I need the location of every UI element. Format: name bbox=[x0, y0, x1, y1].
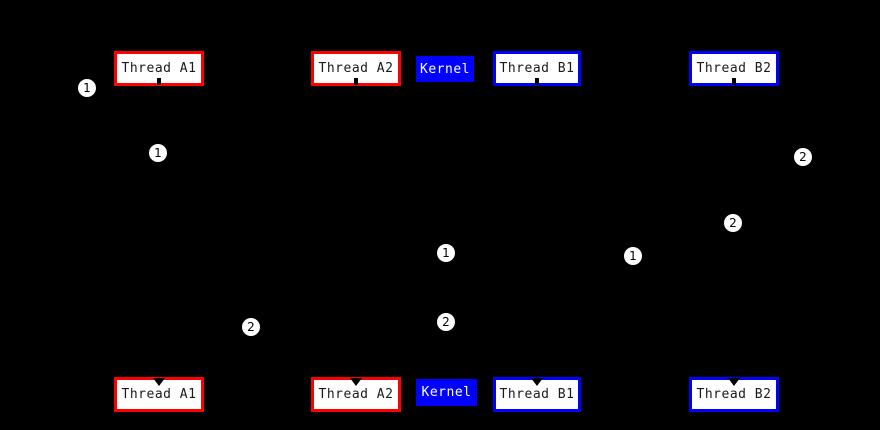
thread-b2-box-top: Thread B2 bbox=[689, 51, 779, 86]
arrowhead-icon bbox=[153, 378, 165, 386]
step-marker-label: 1 bbox=[154, 146, 162, 160]
thread-b2-box-bottom: Thread B2 bbox=[689, 377, 779, 412]
step-marker-1a: 1 bbox=[78, 79, 96, 97]
step-marker-1b: 1 bbox=[149, 144, 167, 162]
thread-b1-box-top: Thread B1 bbox=[493, 51, 581, 86]
thread-a2-label-bottom: Thread A2 bbox=[318, 387, 394, 402]
step-marker-2c: 2 bbox=[437, 313, 455, 331]
lifeline-stub-icon bbox=[354, 78, 358, 85]
thread-a1-box-top: Thread A1 bbox=[114, 51, 204, 86]
step-marker-label: 2 bbox=[442, 315, 450, 329]
kernel-label-top: Kernel bbox=[420, 61, 470, 77]
thread-b2-label-bottom: Thread B2 bbox=[696, 387, 772, 402]
thread-b1-label-bottom: Thread B1 bbox=[499, 387, 575, 402]
arrowhead-icon bbox=[728, 378, 740, 386]
step-marker-2a: 2 bbox=[794, 148, 812, 166]
step-marker-label: 1 bbox=[629, 249, 637, 263]
kernel-box-bottom: Kernel bbox=[416, 379, 477, 406]
lifeline-stub-icon bbox=[157, 78, 161, 85]
step-marker-label: 2 bbox=[247, 320, 255, 334]
thread-a1-label-bottom: Thread A1 bbox=[121, 387, 197, 402]
thread-a2-box-bottom: Thread A2 bbox=[311, 377, 401, 412]
thread-a2-box-top: Thread A2 bbox=[311, 51, 401, 86]
step-marker-label: 1 bbox=[442, 246, 450, 260]
lifeline-stub-icon bbox=[732, 78, 736, 85]
lifeline-stub-icon bbox=[535, 78, 539, 85]
arrowhead-icon bbox=[531, 378, 543, 386]
thread-b1-label-top: Thread B1 bbox=[499, 61, 575, 76]
step-marker-label: 1 bbox=[83, 81, 91, 95]
step-marker-label: 2 bbox=[729, 216, 737, 230]
step-marker-2b: 2 bbox=[724, 214, 742, 232]
thread-b2-label-top: Thread B2 bbox=[696, 61, 772, 76]
thread-a1-label-top: Thread A1 bbox=[121, 61, 197, 76]
step-marker-2d: 2 bbox=[242, 318, 260, 336]
thread-b1-box-bottom: Thread B1 bbox=[493, 377, 581, 412]
step-marker-label: 2 bbox=[799, 150, 807, 164]
arrowhead-icon bbox=[350, 378, 362, 386]
thread-a2-label-top: Thread A2 bbox=[318, 61, 394, 76]
step-marker-1d: 1 bbox=[624, 247, 642, 265]
step-marker-1c: 1 bbox=[437, 244, 455, 262]
kernel-label-bottom: Kernel bbox=[421, 385, 472, 400]
kernel-box-top: Kernel bbox=[416, 56, 474, 82]
thread-a1-box-bottom: Thread A1 bbox=[114, 377, 204, 412]
